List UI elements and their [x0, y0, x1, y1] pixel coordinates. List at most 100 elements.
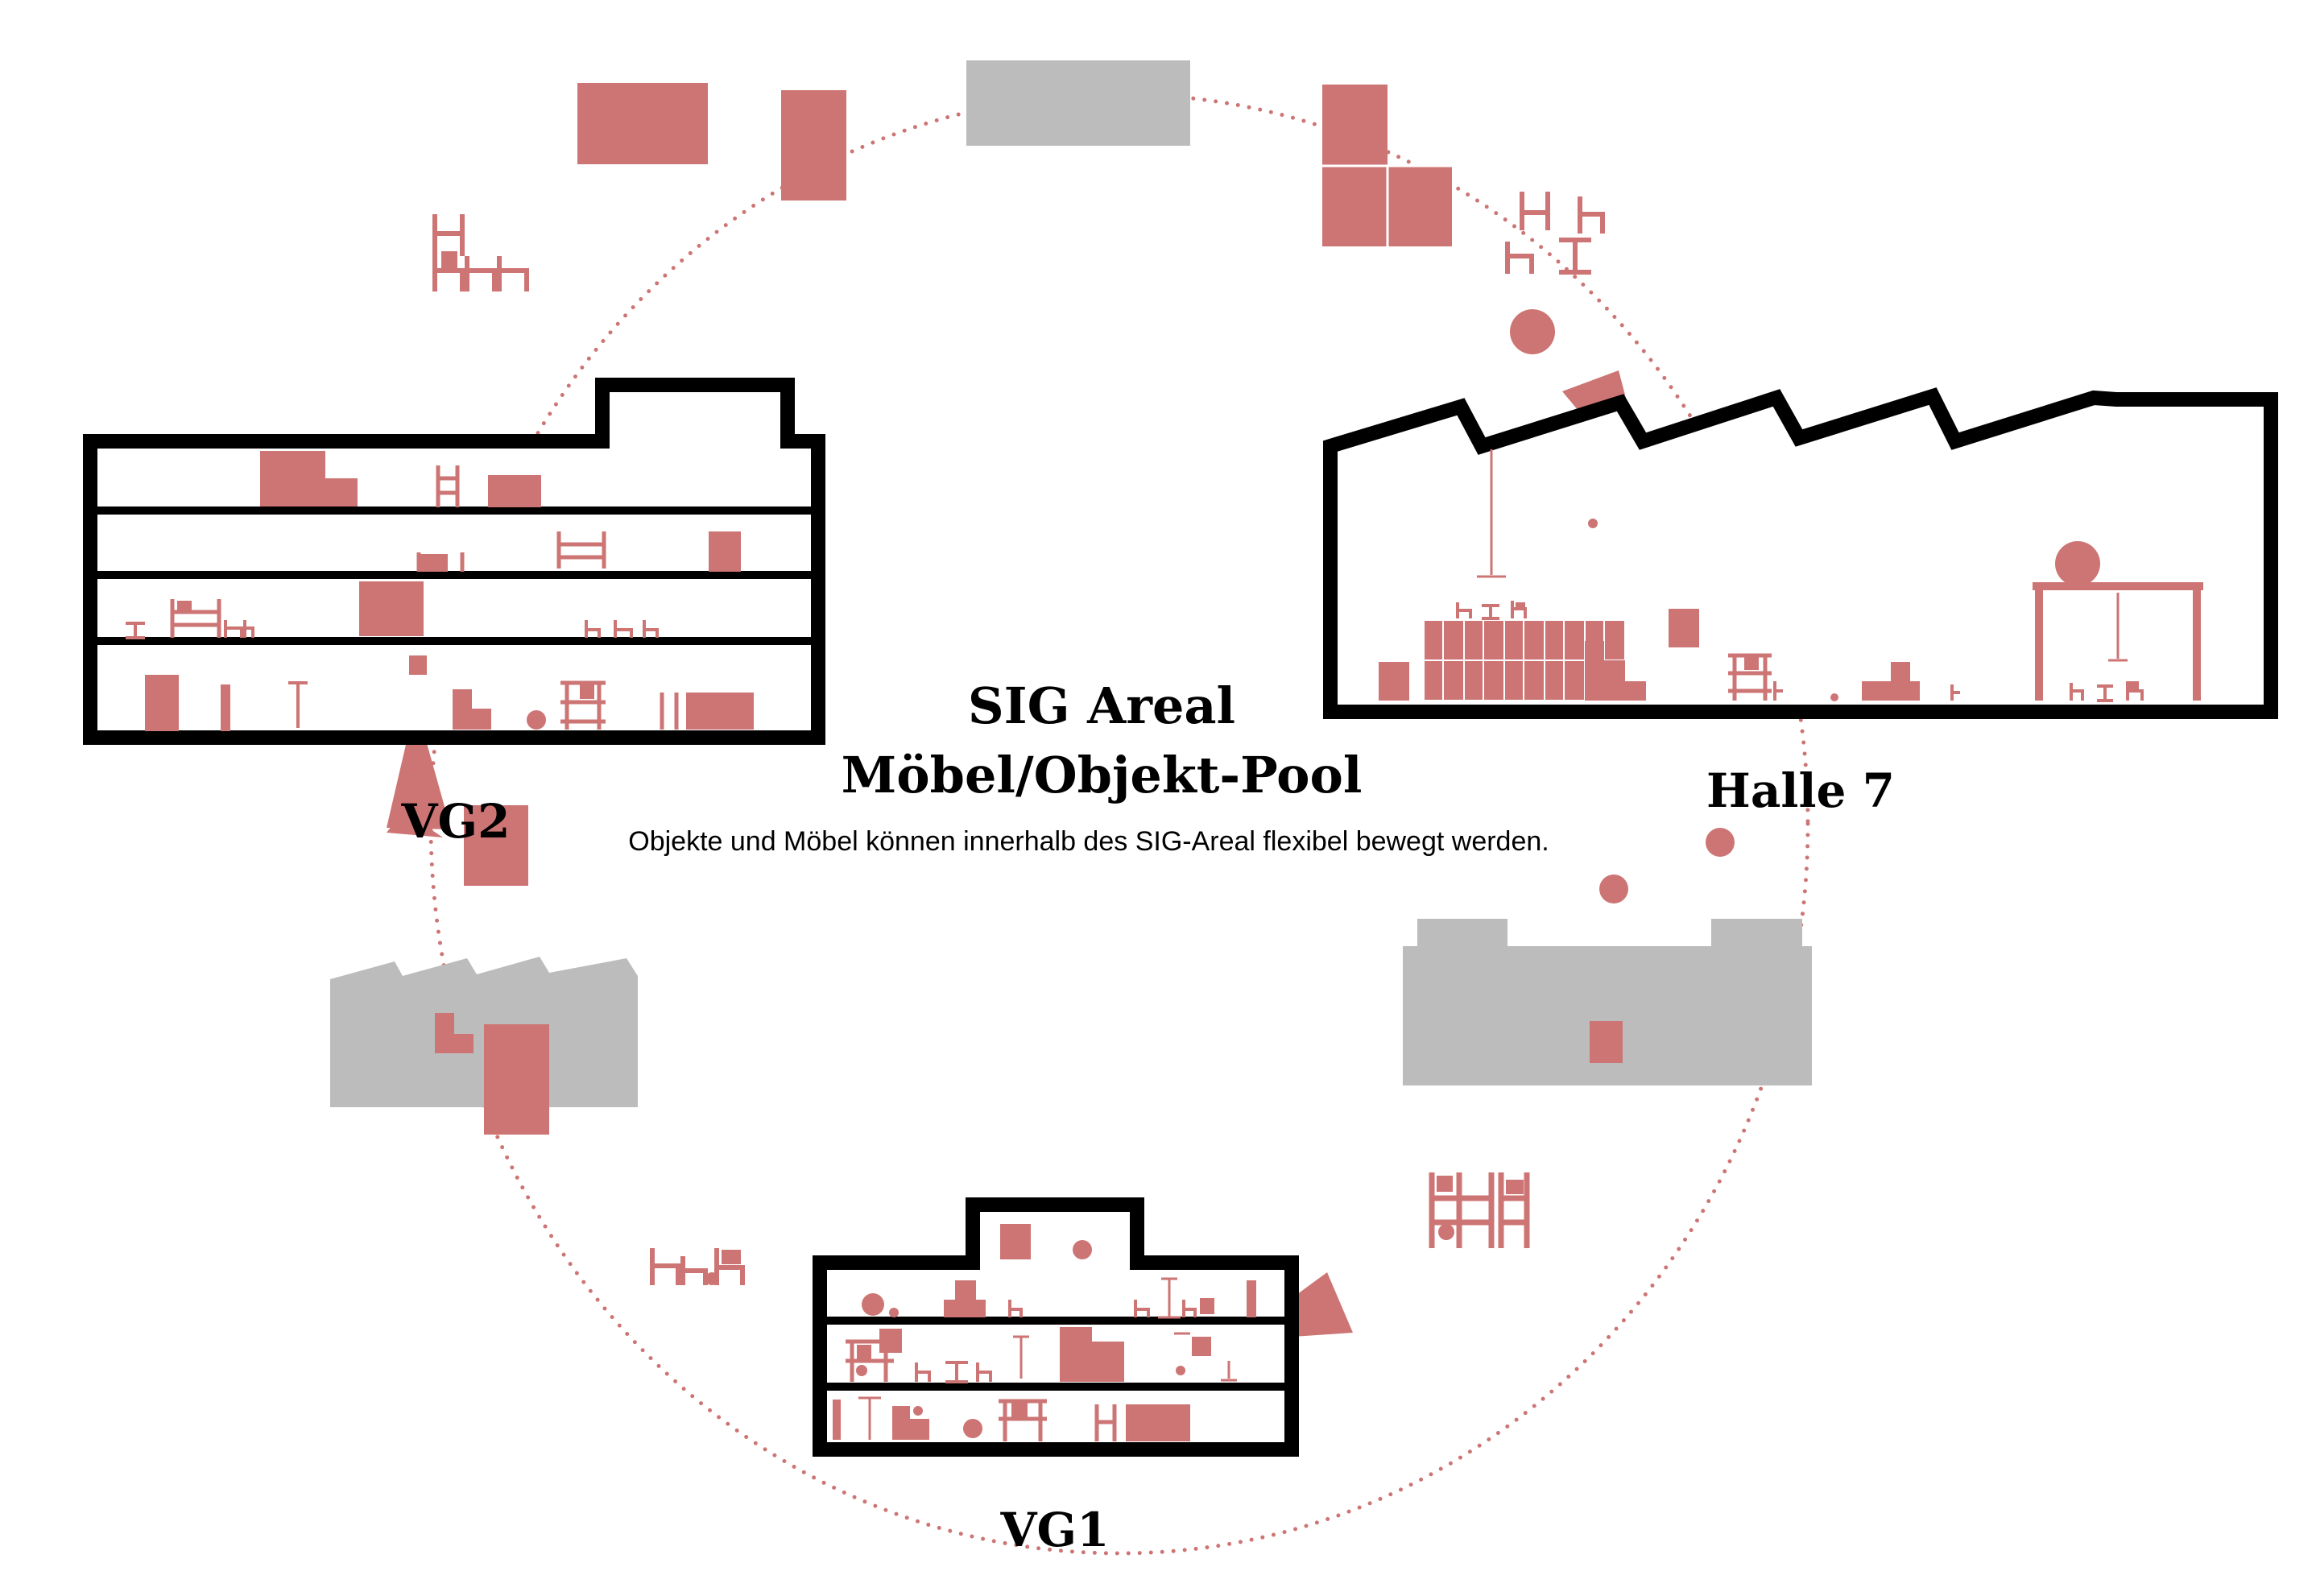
chair-icon — [915, 1361, 992, 1383]
ball-icon — [1073, 1240, 1092, 1259]
box-icon — [1126, 1404, 1190, 1441]
box-icon — [1900, 681, 1920, 701]
chair-icon — [1505, 242, 1534, 274]
box-icon — [1060, 1327, 1092, 1382]
ball-icon — [527, 710, 546, 730]
floating-chairs-top-left — [432, 214, 529, 291]
box-icon — [1379, 662, 1409, 701]
pendant-lamp-icon — [1477, 449, 1506, 578]
box-icon — [484, 1024, 549, 1135]
box-icon — [879, 1329, 902, 1353]
box-icon — [391, 581, 424, 636]
title-line-1: SIG Areal — [968, 676, 1235, 735]
box-stack-icon — [1322, 85, 1452, 246]
chair-icon — [585, 620, 659, 638]
ball-icon — [2055, 541, 2100, 586]
shelf-icon — [846, 1339, 894, 1382]
chair-icon — [1520, 192, 1550, 230]
box-icon — [464, 805, 528, 886]
shelf-icon — [170, 599, 221, 638]
subtitle: Objekte und Möbel können innerhalb des S… — [628, 826, 1549, 857]
box-icon — [965, 1300, 986, 1317]
floating-furniture-bottom-left — [650, 1248, 745, 1285]
chair-icon — [497, 256, 529, 291]
chair-icon — [1578, 196, 1605, 234]
box-icon — [1092, 1342, 1124, 1382]
chair-icon — [680, 1256, 708, 1285]
pendant-lamp-icon — [1013, 1335, 1029, 1379]
title-line-2: Möbel/Objekt-Pool — [842, 746, 1363, 804]
box-icon — [293, 451, 325, 507]
shelf-icon — [1094, 1404, 1117, 1441]
shelf-icon — [660, 693, 679, 730]
circulation-ring — [428, 92, 1810, 1556]
building-halle7 — [1323, 387, 2278, 719]
floating-shelves-bottom-right — [1429, 1172, 1530, 1248]
chair-icon — [1773, 681, 1783, 701]
box-icon — [955, 1280, 976, 1300]
ball-icon — [1599, 874, 1628, 903]
shelf-icon — [1429, 1172, 1530, 1248]
chair-icon — [1134, 1300, 1197, 1317]
building-label-vg2: VG2 — [401, 794, 511, 849]
shelf-icon — [1728, 653, 1772, 701]
box-icon — [709, 531, 741, 572]
box-icon — [1881, 681, 1900, 701]
box-icon — [1862, 681, 1881, 701]
pendant-lamp-icon — [288, 681, 308, 728]
chair-icon — [650, 1248, 680, 1285]
chair-icon — [432, 214, 465, 256]
box-icon — [1669, 609, 1699, 647]
chair-icon — [465, 256, 497, 291]
box-icon — [1590, 1021, 1623, 1063]
pendant-lamp-icon — [1158, 1277, 1181, 1319]
table-icon — [1559, 238, 1591, 275]
table-icon — [126, 622, 145, 639]
shelf-icon — [436, 465, 460, 507]
building-vg1 — [813, 1197, 1299, 1457]
box-icon — [453, 689, 472, 709]
box-icon — [910, 1419, 929, 1440]
box-icon — [577, 83, 708, 164]
chair-icon — [1008, 1300, 1023, 1317]
diagram-labels: SIG Areal Möbel/Objekt-Pool Objekte und … — [401, 676, 1895, 1557]
flow-arrow-icon — [387, 703, 451, 829]
ghost-building-right — [1403, 919, 1812, 1085]
table-icon — [2033, 582, 2203, 701]
box-icon — [325, 478, 358, 507]
ball-icon — [963, 1419, 982, 1438]
box-icon — [359, 581, 391, 636]
box-stack-icon — [435, 1013, 474, 1053]
building-vg2 — [83, 378, 825, 745]
box-icon — [488, 475, 541, 507]
ball-icon — [1510, 309, 1555, 354]
shelf-icon — [416, 552, 465, 572]
vg1-contents — [833, 1224, 1256, 1441]
pendant-lamp-icon — [2108, 593, 2128, 662]
chair-icon — [2070, 681, 2144, 702]
box-icon — [944, 1300, 965, 1317]
shelf-icon — [560, 680, 606, 730]
box-icon — [145, 675, 179, 731]
box-icon — [781, 90, 846, 201]
ball-icon — [1706, 828, 1735, 857]
chair-icon — [1950, 684, 1960, 701]
halle7-contents — [1379, 449, 2203, 702]
chair-icon — [432, 256, 465, 291]
floating-objects — [435, 83, 1735, 1135]
box-icon — [1000, 1224, 1031, 1259]
box-icon — [409, 655, 427, 675]
pendant-lamp-icon — [1221, 1361, 1237, 1382]
box-icon — [1192, 1337, 1211, 1356]
floating-chairs-top-right — [1505, 192, 1605, 275]
box-icon — [260, 451, 293, 507]
shelf-icon — [999, 1399, 1047, 1441]
chair-icon — [224, 620, 254, 638]
box-icon — [472, 709, 491, 730]
ghost-building-top — [966, 60, 1190, 146]
box-icon — [686, 693, 754, 730]
box-icon — [892, 1406, 910, 1440]
ball-icon — [862, 1293, 884, 1316]
vg2-contents — [126, 451, 754, 731]
